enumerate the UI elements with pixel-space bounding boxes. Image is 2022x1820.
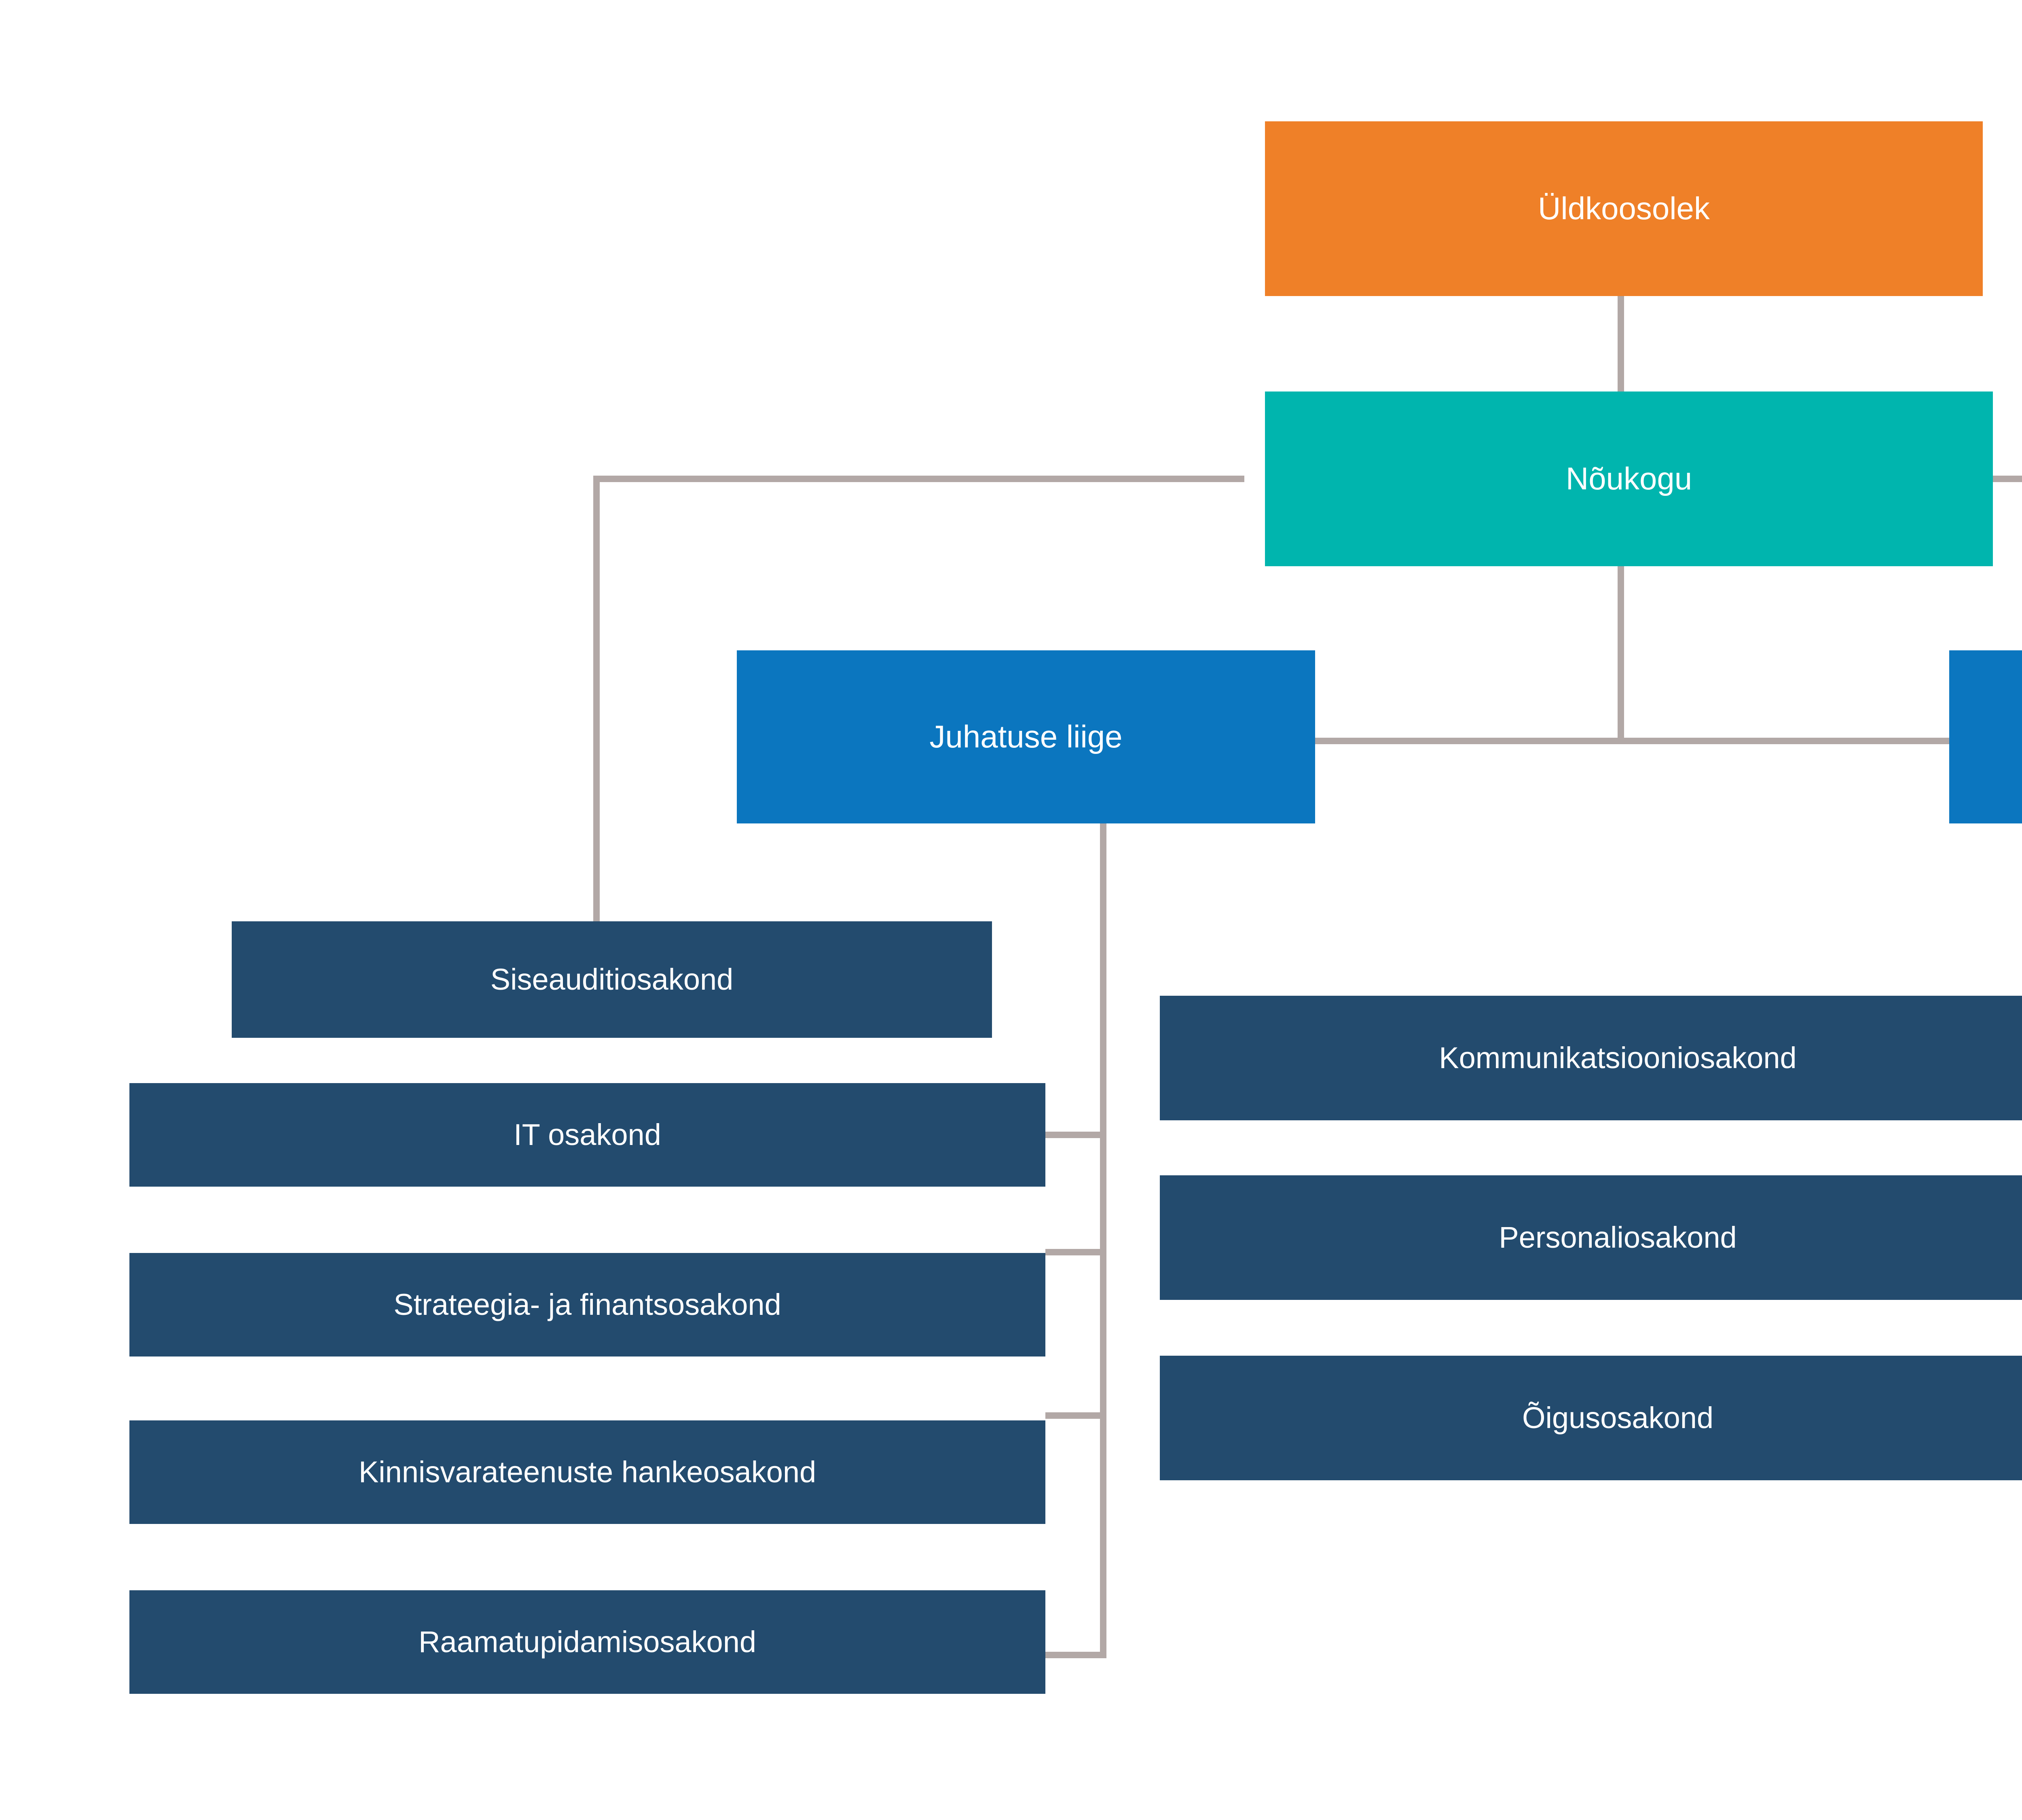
connector-board-member-stub-2 <box>1045 1249 1106 1255</box>
connector-board-member-stub-1 <box>1045 1132 1106 1138</box>
connector-board-member-spine <box>1100 823 1106 1658</box>
node-department-hr[interactable]: Personaliosakond <box>1160 1175 2022 1300</box>
connector-supervisory-board-to-audit-committee <box>1992 476 2022 482</box>
node-department-strategy-finance-label: Strateegia- ja finantsosakond <box>393 1288 781 1322</box>
node-board-member-label: Juhatuse liige <box>929 719 1123 755</box>
node-general-meeting[interactable]: Üldkoosolek <box>1265 121 1983 296</box>
node-department-accounting-label: Raamatupidamisosakond <box>418 1625 757 1659</box>
node-department-realestate-procurement-label: Kinnisvarateenuste hankeosakond <box>358 1455 816 1489</box>
connector-board-member-stub-4 <box>1045 1652 1106 1658</box>
connector-general-meeting-to-supervisory-board <box>1618 295 1624 396</box>
node-supervisory-board[interactable]: Nõukogu <box>1265 392 1993 566</box>
node-board-chairman[interactable]: Juhatuse esimees <box>1949 650 2022 823</box>
connector-supervisory-board-to-exec-row <box>1618 566 1624 744</box>
node-supervisory-board-label: Nõukogu <box>1565 461 1692 497</box>
node-department-realestate-procurement[interactable]: Kinnisvarateenuste hankeosakond <box>129 1420 1045 1524</box>
node-department-it-label: IT osakond <box>514 1118 661 1152</box>
node-department-legal-label: Õigusosakond <box>1522 1401 1714 1435</box>
connector-supervisory-board-to-internal-audit-horizontal <box>593 476 1244 482</box>
node-department-it[interactable]: IT osakond <box>129 1083 1045 1187</box>
node-department-accounting[interactable]: Raamatupidamisosakond <box>129 1590 1045 1694</box>
connector-board-member-stub-3 <box>1045 1412 1106 1419</box>
node-department-internal-audit-label: Siseauditiosakond <box>490 963 734 997</box>
node-department-internal-audit[interactable]: Siseauditiosakond <box>232 921 992 1038</box>
connector-exec-row-horizontal <box>1294 738 1951 744</box>
node-department-hr-label: Personaliosakond <box>1499 1221 1737 1255</box>
connector-internal-audit-vertical <box>593 476 600 925</box>
node-department-legal[interactable]: Õigusosakond <box>1160 1356 2022 1480</box>
node-department-communications[interactable]: Kommunikatsiooniosakond <box>1160 996 2022 1120</box>
node-department-communications-label: Kommunikatsiooniosakond <box>1439 1041 1797 1075</box>
node-general-meeting-label: Üldkoosolek <box>1538 190 1710 226</box>
node-board-member[interactable]: Juhatuse liige <box>737 650 1315 823</box>
node-department-strategy-finance[interactable]: Strateegia- ja finantsosakond <box>129 1253 1045 1357</box>
